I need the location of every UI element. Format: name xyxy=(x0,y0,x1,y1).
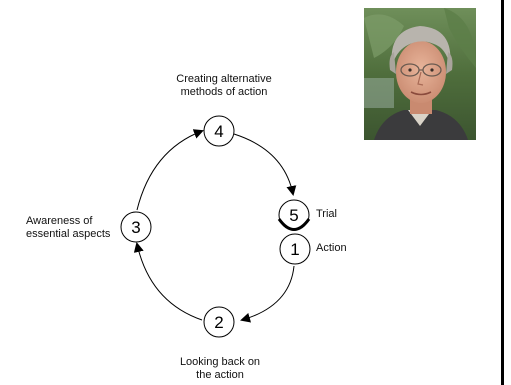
node-5: 5 xyxy=(277,199,311,231)
node-5-label: Trial xyxy=(316,208,337,221)
node-1-label-line-1: Action xyxy=(316,242,347,254)
node-5-label-line-1: Trial xyxy=(316,208,337,220)
arrow-3-to-4 xyxy=(136,129,204,211)
node-3-label: Awareness of essential aspects xyxy=(26,215,110,241)
node-2-label-line-2: the action xyxy=(196,369,244,381)
node-4-label-line-2: methods of action xyxy=(180,86,268,98)
node-3-number: 3 xyxy=(131,218,140,237)
arrow-1-to-2 xyxy=(240,265,295,323)
portrait-photo-icon xyxy=(364,8,476,140)
node-1: 1 xyxy=(279,233,311,265)
arrow-2-to-3 xyxy=(133,242,203,321)
node-2-label-line-1: Looking back on xyxy=(179,356,261,368)
node-4: 4 xyxy=(203,115,235,147)
node-5-number: 5 xyxy=(289,206,298,225)
node-1-label: Action xyxy=(316,242,347,255)
node-2-label: Looking back on the action xyxy=(160,356,280,382)
node-4-label: Creating alternative methods of action xyxy=(164,73,284,99)
node-2-number: 2 xyxy=(214,313,223,332)
node-2: 2 xyxy=(203,306,235,338)
node-3-label-line-1: Awareness of xyxy=(26,215,93,227)
node-4-label-line-1: Creating alternative xyxy=(176,73,272,85)
node-3: 3 xyxy=(120,211,152,243)
slide-border-line xyxy=(501,0,504,385)
node-3-label-line-2: essential aspects xyxy=(26,228,111,240)
node-4-number: 4 xyxy=(214,122,223,141)
node-1-number: 1 xyxy=(290,240,299,259)
arrow-4-to-5 xyxy=(233,133,297,196)
